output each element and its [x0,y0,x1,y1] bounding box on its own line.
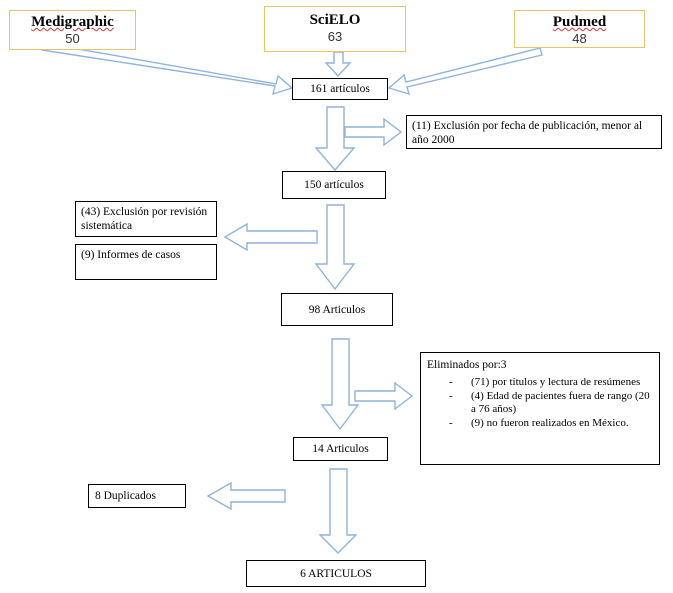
step-98-label: 98 Articulos [308,303,366,316]
arrow-150-to-98 [314,204,356,291]
exclusion-revision-box: (43) Exclusión por revisión sistemática [75,201,217,237]
eliminados-list: (71) por títulos y lectura de resúmenes … [427,376,653,430]
exclusion-casos-text: (9) Informes de casos [81,249,181,261]
source-medigraphic: Medigraphic 50 [9,10,136,50]
eliminados-item: (71) por títulos y lectura de resúmenes [449,376,653,389]
source-pudmed: Pudmed 48 [514,10,645,48]
exclusion-fecha-text: (11) Exclusión por fecha de publicación,… [412,120,643,146]
source-medigraphic-count: 50 [65,31,80,46]
final-label: 6 ARTICULOS [300,567,372,580]
source-scielo-name: SciELO [309,12,361,28]
source-pudmed-count: 48 [572,31,587,46]
arrow-pudmed-to-161 [387,47,543,96]
eliminados-item: (9) no fueron realizados en México. [449,417,653,430]
source-scielo: SciELO 63 [264,6,406,52]
arrow-14-to-6 [318,468,358,554]
eliminados-box: Eliminados por:3 (71) por títulos y lect… [420,352,660,465]
exclusion-casos-box: (9) Informes de casos [75,244,217,280]
final-6-articles: 6 ARTICULOS [246,560,426,587]
step-161-label: 161 artículos [310,83,370,95]
eliminados-item: (4) Edad de pacientes fuera de rango (20… [449,390,653,416]
arrow-to-eliminados [354,381,414,411]
step-98-articles: 98 Articulos [281,293,393,326]
arrow-98-to-14 [320,338,360,431]
source-scielo-count: 63 [327,29,343,44]
step-150-label: 150 artículos [304,179,364,191]
arrow-scielo-to-161 [324,51,352,78]
arrow-medigraphic-to-161 [41,42,294,96]
arrow-161-to-150 [314,106,356,172]
step-150-articles: 150 artículos [282,171,386,199]
exclusion-revision-text: (43) Exclusión por revisión sistemática [81,206,208,232]
source-pudmed-name: Pudmed [552,14,607,30]
step-161-articles: 161 artículos [292,78,388,100]
duplicados-text: 8 Duplicados [95,490,157,502]
step-14-articles: 14 Articulos [293,437,388,461]
eliminados-title: Eliminados por:3 [427,359,507,371]
arrow-to-revision-exclusion [223,222,318,252]
arrow-to-fecha-exclusion [344,117,403,147]
duplicados-box: 8 Duplicados [88,484,186,508]
step-14-label: 14 Articulos [312,443,369,455]
source-medigraphic-name: Medigraphic [31,14,114,30]
exclusion-fecha-box: (11) Exclusión por fecha de publicación,… [406,115,662,149]
arrow-to-duplicados [206,481,286,511]
